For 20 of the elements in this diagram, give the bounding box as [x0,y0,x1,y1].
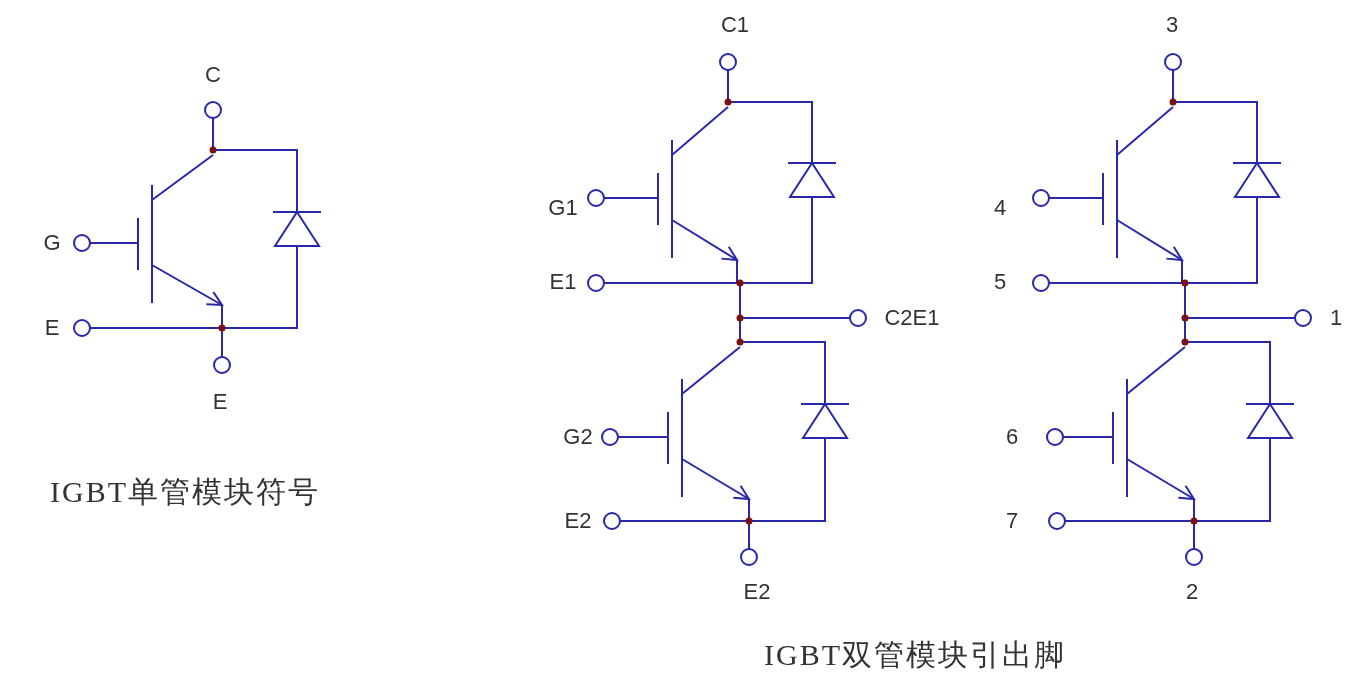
pin-label: C [205,64,221,86]
caption: IGBT双管模块引出脚 [764,640,1066,670]
pin-label: E [212,391,228,413]
pin-number: 4 [993,197,1007,219]
pin-number: 2 [1185,581,1199,603]
pin-number: 1 [1329,307,1343,329]
pin-number: 5 [993,271,1007,293]
pin-number: 6 [1005,426,1019,448]
pin-label: G1 [548,197,578,219]
pin-number: 3 [1165,14,1179,36]
pin-label: C1 [720,14,750,36]
pin-label: G [43,232,61,254]
pin-label: E [44,317,60,339]
pin-label: E1 [549,271,577,293]
pin-number: 7 [1005,510,1019,532]
pin-label: C2E1 [884,307,940,329]
caption: IGBT单管模块符号 [50,477,320,507]
pin-label: E2 [564,510,592,532]
pin-label: E2 [743,581,771,603]
pin-label: G2 [563,426,593,448]
